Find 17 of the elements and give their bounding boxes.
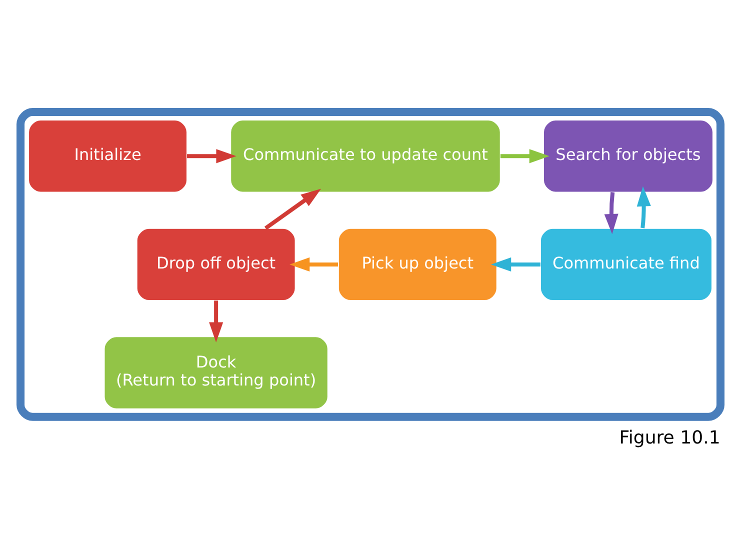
arrow: [500, 148, 550, 163]
arrow: [491, 256, 540, 271]
node-box: Search for objects: [542, 119, 714, 192]
arrow: [290, 256, 338, 271]
node-box: Communicate find: [540, 227, 712, 301]
cluster: [16, 108, 724, 420]
node-box: Pick up object: [338, 227, 498, 301]
node-box: Communicate to update count: [230, 119, 501, 192]
arrow: [604, 192, 618, 234]
node-box: Initialize: [28, 119, 188, 192]
caption: Figure 10.1: [619, 426, 720, 448]
arrow: [636, 186, 651, 228]
arrow: [209, 300, 224, 342]
arrow: [264, 188, 322, 230]
node-box: Drop off object: [136, 227, 296, 301]
node-box: Dock (Return to starting point): [104, 336, 328, 409]
arrow: [187, 148, 236, 163]
